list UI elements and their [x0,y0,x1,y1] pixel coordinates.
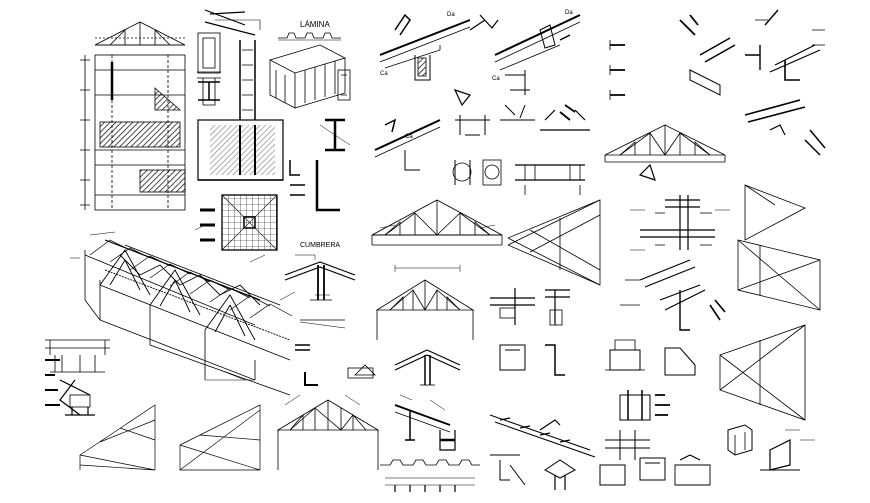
footing-grid-plan [200,194,278,251]
column-connection-details-right [620,195,730,331]
truss-plan-detail [80,21,186,211]
sloped-roof-sheet [489,414,596,458]
base-connection-details [45,339,110,416]
lamina-sheet-detail: LÁMINA [278,20,341,41]
pipe-and-channel-sections [452,159,585,195]
truss-elevation-center [371,199,503,246]
base-plate-details-right [599,339,815,486]
lamina-label: LÁMINA [300,20,330,29]
truss-elevation-bottom [276,394,380,470]
roof-structure-isometric [70,224,296,396]
steel-sections-detail [197,9,261,106]
purlin-isometric [268,44,351,109]
cumbrera-label: CUMBRERA [300,242,340,249]
detail-mark-ca-3: Ca [405,134,413,140]
detail-mark-da: Da [447,12,455,18]
truss-elevation-lower [375,265,475,340]
column-footing-section [197,40,284,181]
truss-elevation-right [604,124,726,181]
detail-mark-ca: Ca [380,71,388,77]
corrugated-profile [380,459,480,492]
purlin-clip-details [295,344,376,386]
x-braced-frames-right [719,184,821,421]
purlin-connection-details-right [609,9,826,156]
x-braced-wall-frame [507,199,601,286]
ridge-cap-detail [394,349,461,386]
bolted-connection-row: Ca [374,104,590,171]
i-beam-section [319,118,351,152]
detail-mark-da-2: Da [565,10,573,16]
eave-gutter-detail [394,394,456,451]
truss-perspective-frames [79,404,261,471]
bracket-connection-details [490,288,576,490]
cumbrera-ridge-detail: CUMBRERA [284,242,356,329]
rafter-connection-details-top: Da Ca Da Ca [379,10,581,107]
angle-bracket-detail [289,160,340,212]
detail-mark-ca-2: Ca [492,76,500,82]
